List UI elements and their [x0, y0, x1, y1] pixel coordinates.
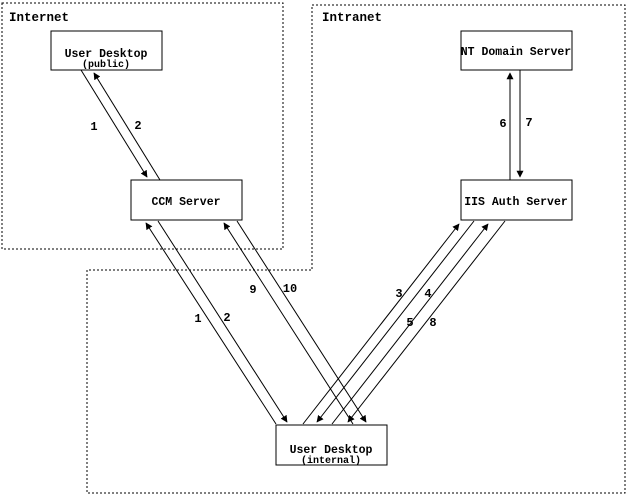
- node-iis-auth-server-box: [460, 179, 573, 221]
- edge-label-iis-to-nt-domain: 6: [499, 117, 506, 131]
- edge-label-internal-desktop-to-iis-3: 3: [395, 287, 402, 301]
- edge-label-iis-to-internal-desktop-8: 8: [429, 316, 436, 330]
- edge-label-ccm-to-internal-desktop-2: 2: [223, 311, 230, 325]
- node-user-desktop-public-label: User Desktop: [65, 48, 148, 61]
- node-ccm-server-label: CCM Server: [151, 196, 220, 209]
- internet-zone-border: [1, 2, 284, 250]
- node-user-desktop-internal-label: User Desktop: [290, 444, 373, 457]
- node-nt-domain-server: NT Domain Server: [460, 30, 573, 71]
- arrow-public-desktop-to-ccm: [80, 69, 148, 178]
- arrow-ccm-to-internal-desktop-10: [236, 220, 367, 423]
- node-user-desktop-internal-sublabel: (internal): [301, 455, 361, 467]
- node-ccm-server-box: [130, 179, 243, 221]
- node-user-desktop-public-sublabel: (public): [82, 59, 130, 71]
- arrow-internal-desktop-to-iis-3: [302, 223, 460, 425]
- arrow-ccm-to-public-desktop: [93, 72, 161, 181]
- edge-label-ccm-to-internal-desktop-10: 10: [283, 282, 297, 296]
- node-nt-domain-server-box: [460, 30, 573, 71]
- node-user-desktop-internal-box: [275, 424, 388, 466]
- arrow-internal-desktop-to-iis-5: [331, 223, 489, 425]
- edge-label-public-desktop-to-ccm: 1: [90, 120, 97, 134]
- arrow-ccm-to-internal-desktop-2: [157, 220, 288, 423]
- intranet-zone-label: Intranet: [322, 11, 382, 25]
- edge-label-internal-desktop-to-iis-5: 5: [406, 316, 413, 330]
- node-user-desktop-public: User Desktop (public): [50, 30, 163, 71]
- internet-zone-label: Internet: [9, 11, 69, 25]
- node-nt-domain-server-label: NT Domain Server: [461, 46, 572, 59]
- node-ccm-server: CCM Server: [130, 179, 243, 221]
- arrow-iis-to-internal-desktop-8: [347, 220, 506, 423]
- node-iis-auth-server: IIS Auth Server: [460, 179, 573, 221]
- arrow-iis-to-internal-desktop-4: [316, 220, 475, 423]
- intranet-zone-border: [86, 4, 626, 494]
- node-user-desktop-internal: User Desktop (internal): [275, 424, 388, 467]
- arrow-internal-desktop-to-ccm-1: [145, 222, 277, 425]
- node-iis-auth-server-label: IIS Auth Server: [464, 196, 568, 209]
- edge-label-iis-to-internal-desktop-4: 4: [424, 287, 431, 301]
- edge-label-ccm-to-public-desktop: 2: [134, 119, 141, 133]
- node-user-desktop-public-box: [50, 30, 163, 71]
- edge-label-internal-desktop-to-ccm-9: 9: [249, 283, 256, 297]
- arrow-internal-desktop-to-ccm-9: [223, 222, 354, 425]
- edge-label-internal-desktop-to-ccm-1: 1: [194, 312, 201, 326]
- edge-label-nt-domain-to-iis: 7: [525, 116, 532, 130]
